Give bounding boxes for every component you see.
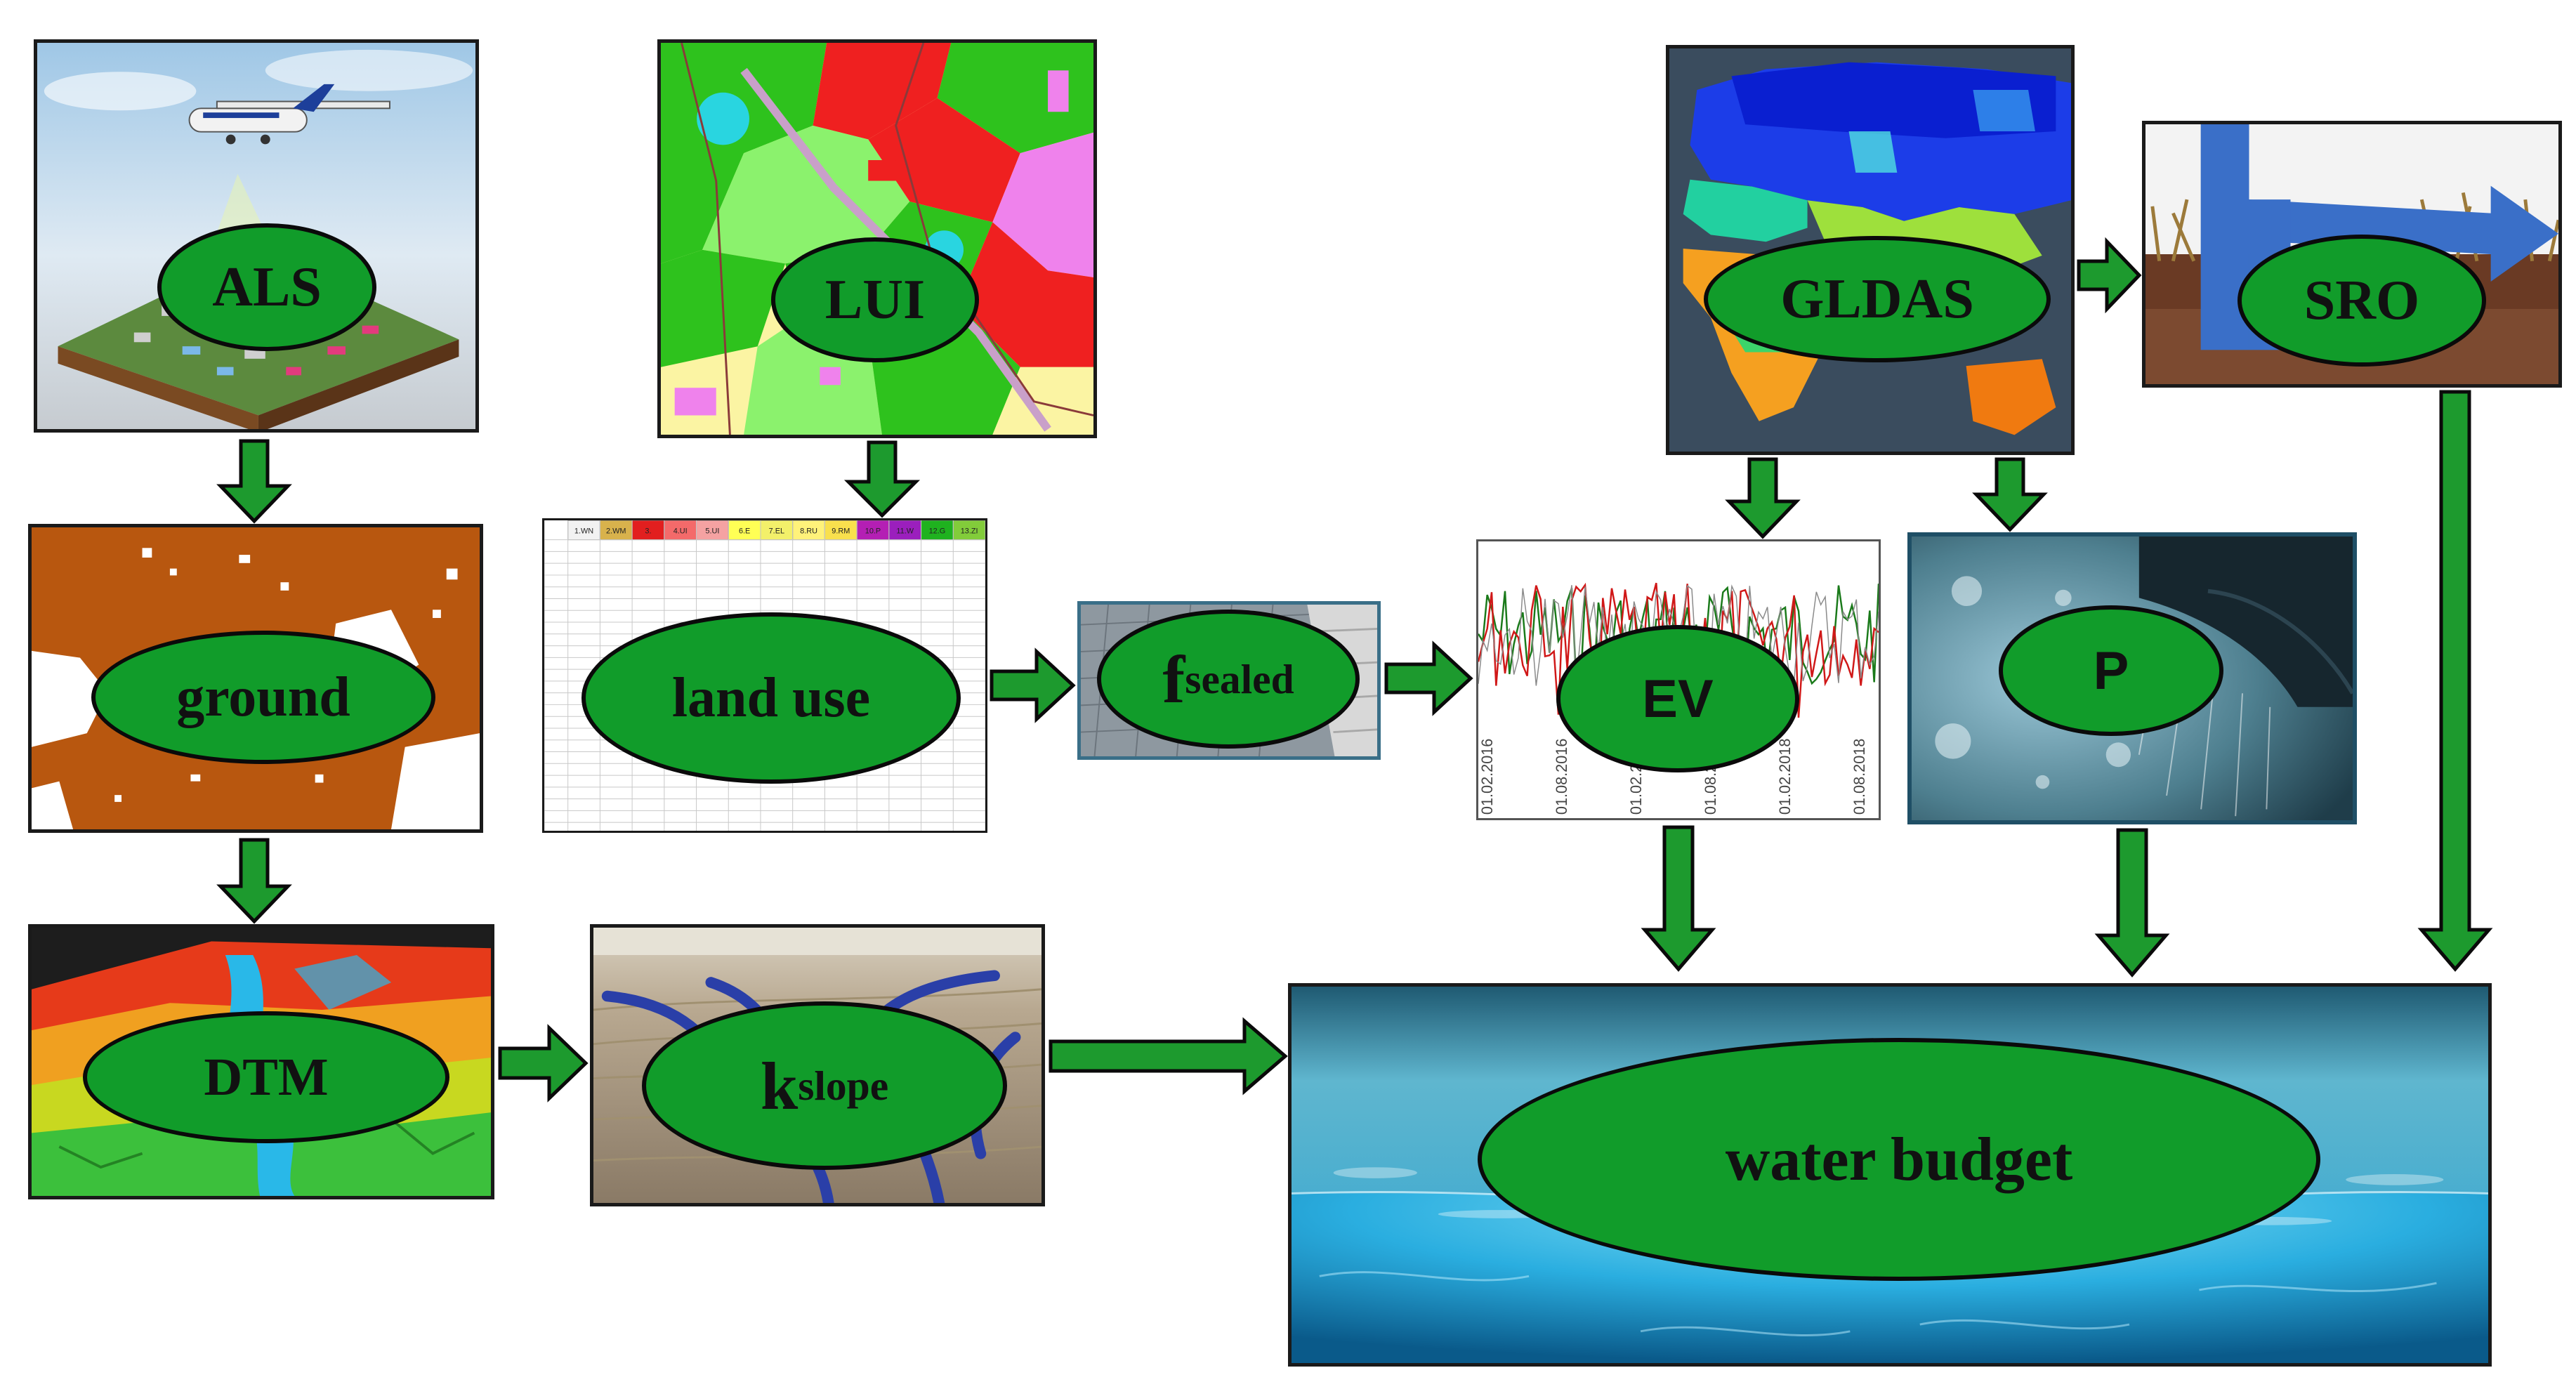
- table-header-label: 4.UI: [673, 527, 688, 536]
- timeseries-tick-label: 01.02.2018: [1776, 739, 1794, 815]
- table-header-label: 1.WN: [574, 527, 593, 536]
- arrow-als-to-ground: [216, 439, 292, 524]
- node-label: EV: [1642, 669, 1714, 729]
- node-label: SRO: [2304, 269, 2420, 331]
- node-label: P: [2093, 640, 2129, 701]
- node-als: ALS: [157, 223, 376, 351]
- table-header-label: 13.ZI: [961, 527, 978, 536]
- node-sro: SRO: [2237, 235, 2486, 367]
- arrow-gldas-to-ev: [1725, 457, 1801, 539]
- node-label: f: [1162, 641, 1185, 717]
- table-header-cell: [888, 520, 922, 541]
- node-lui: LUI: [771, 237, 979, 362]
- arrow-gldas-to-sro: [2077, 237, 2142, 314]
- table-header-cell: [856, 520, 890, 541]
- arrow-ground-to-dtm: [216, 838, 292, 924]
- node-label: land use: [671, 666, 871, 729]
- table-header-label: 5.UI: [705, 527, 719, 536]
- node-label: k: [760, 1048, 799, 1124]
- arrow-f-sealed-to-ev: [1384, 640, 1473, 716]
- node-subscript: sealed: [1185, 655, 1294, 702]
- node-gldas: GLDAS: [1704, 236, 2051, 362]
- table-header-label: 3.: [645, 527, 651, 536]
- timeseries-tick-label: 01.02.2016: [1478, 739, 1496, 815]
- node-ground: ground: [91, 631, 435, 764]
- node-label: GLDAS: [1780, 268, 1974, 330]
- timeseries-tick-label: 01.08.2018: [1851, 739, 1868, 815]
- table-header-cell: [599, 520, 633, 541]
- node-label: water budget: [1725, 1125, 2073, 1194]
- node-label: DTM: [204, 1047, 329, 1107]
- arrow-p-to-water-budget: [2094, 828, 2170, 978]
- table-header-label: 11.W: [896, 527, 914, 536]
- node-label: ALS: [212, 256, 322, 318]
- arrow-lui-to-land-use: [843, 440, 921, 518]
- node-subscript: slope: [798, 1062, 889, 1109]
- table-header-label: 9.RM: [832, 527, 850, 536]
- timeseries-tick-label: 01.08.2016: [1553, 739, 1570, 815]
- arrow-dtm-to-k-slope: [498, 1024, 589, 1103]
- node-water-budget: water budget: [1478, 1038, 2320, 1281]
- table-header-label: 12.G: [929, 527, 946, 536]
- node-land-use: land use: [581, 612, 961, 784]
- table-header-cell: [952, 520, 985, 541]
- node-p: P: [1999, 605, 2223, 736]
- arrow-ev-to-water-budget: [1641, 825, 1716, 972]
- table-header-label: 2.WM: [606, 527, 626, 536]
- node-ev: EV: [1556, 625, 1799, 772]
- arrow-k-slope-to-water-budget: [1049, 1017, 1288, 1095]
- node-label: LUI: [824, 268, 926, 331]
- table-header-label: 6.E: [739, 527, 750, 536]
- arrow-sro-to-water-budget: [2417, 390, 2493, 972]
- node-label: ground: [176, 666, 350, 728]
- table-header-label: 8.RU: [800, 527, 817, 536]
- table-header-label: 7.EL: [769, 527, 784, 536]
- arrow-land-use-to-f-sealed: [990, 647, 1076, 723]
- node-dtm: DTM: [83, 1011, 449, 1143]
- table-header-label: 10.P: [865, 527, 881, 536]
- arrow-gldas-to-p: [1972, 457, 2048, 532]
